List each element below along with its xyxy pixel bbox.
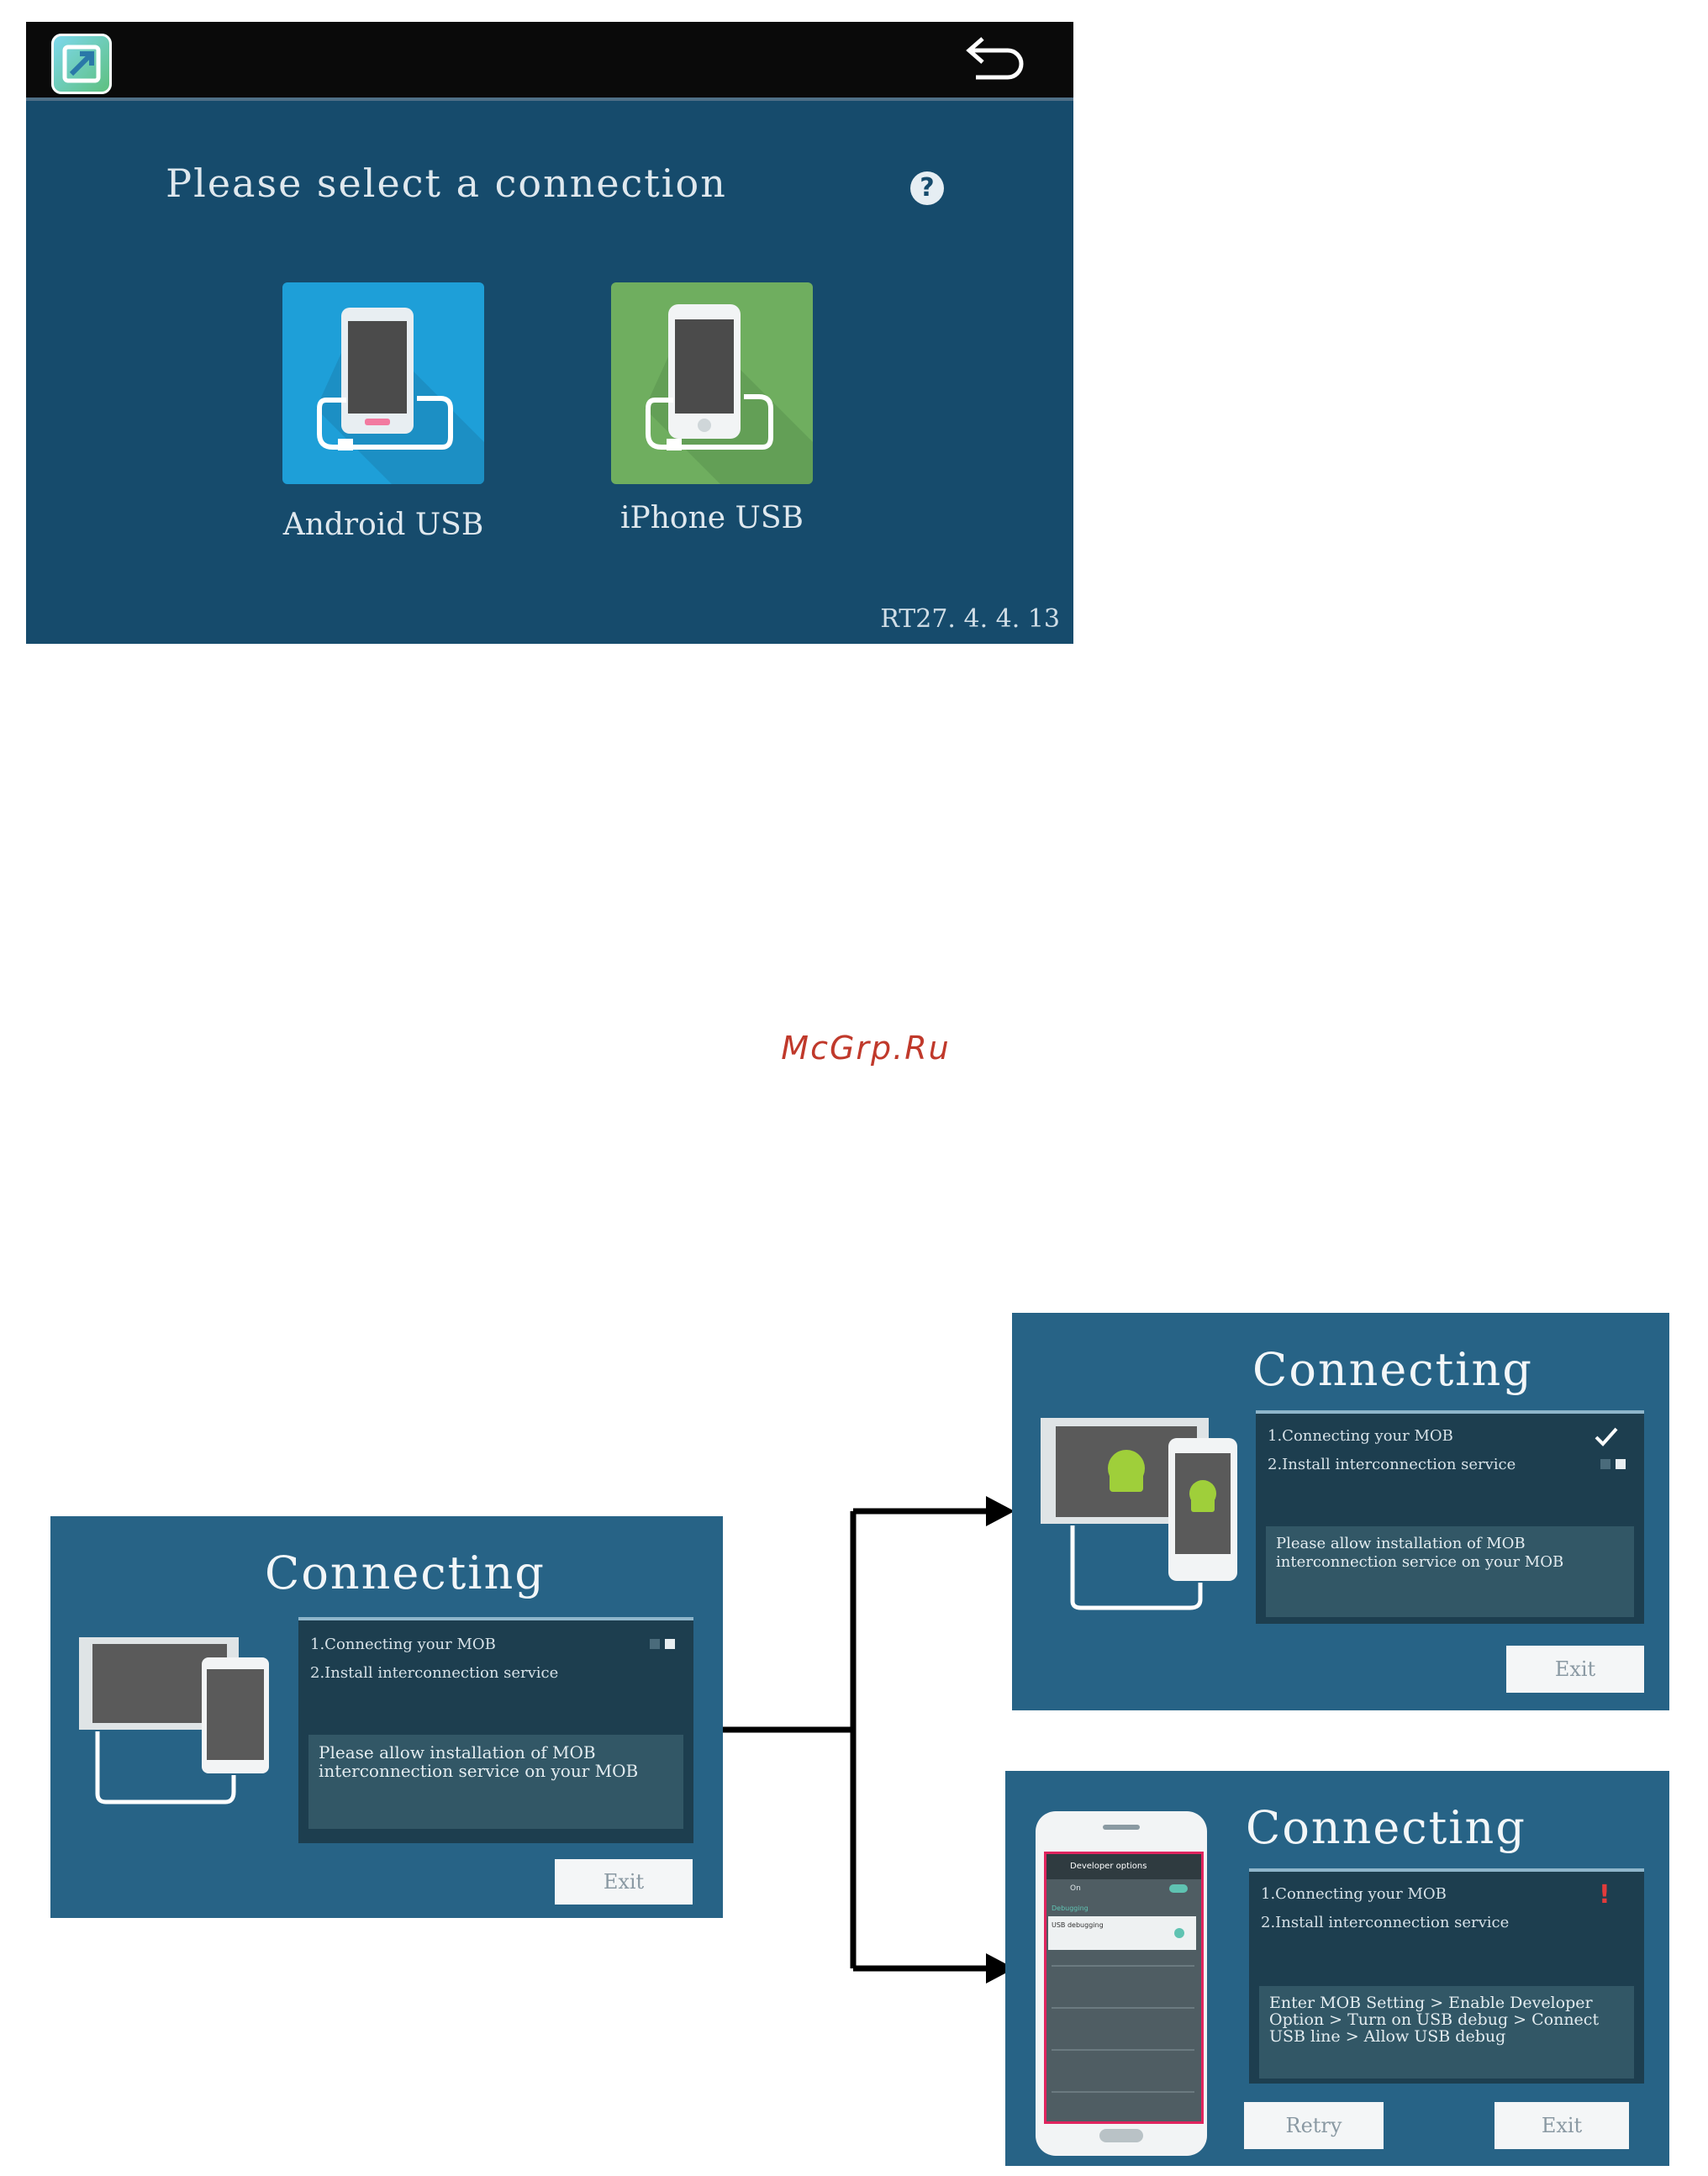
phone-speaker — [1103, 1825, 1140, 1830]
exit-button[interactable]: Exit — [1494, 2102, 1629, 2149]
retry-button[interactable]: Retry — [1244, 2102, 1384, 2149]
connecting-panel-success: Connecting 1.Connecting your MOB 2.Insta… — [1012, 1313, 1669, 1710]
message-box: Enter MOB Setting > Enable Developer Opt… — [1259, 1986, 1634, 2079]
android-usb-label: Android USB — [282, 508, 484, 542]
android-devices-illustration — [1041, 1418, 1237, 1610]
connecting-panel-start: Connecting 1.Connecting your MOB 2.Insta… — [50, 1516, 723, 1918]
back-icon[interactable] — [961, 34, 1028, 87]
exit-button[interactable]: Exit — [555, 1859, 693, 1905]
version-label: RT27. 4. 4. 13 — [880, 604, 1060, 634]
iphone-usb-button[interactable] — [611, 282, 813, 484]
iphone-usb-icon — [645, 304, 813, 484]
page-title: Please select a connection — [166, 161, 727, 206]
phone-divider — [1052, 2049, 1194, 2051]
steps-box: 1.Connecting your MOB 2.Install intercon… — [1249, 1868, 1644, 2084]
steps-box: 1.Connecting your MOB 2.Install intercon… — [298, 1617, 693, 1843]
steps-box: 1.Connecting your MOB 2.Install intercon… — [1256, 1410, 1644, 1624]
step-1: 1.Connecting your MOB — [1261, 1885, 1447, 1903]
phone-divider — [1052, 1965, 1194, 1967]
message-box: Please allow installation of MOB interco… — [1266, 1526, 1634, 1617]
phone-usb-debug-label: USB debugging — [1052, 1921, 1104, 1929]
exit-button[interactable]: Exit — [1506, 1646, 1644, 1693]
android-usb-button[interactable] — [282, 282, 484, 484]
phone-section-label: Debugging — [1052, 1905, 1089, 1912]
progress-dot — [1600, 1459, 1610, 1469]
tablet-phone-illustration — [79, 1637, 269, 1805]
phone-toggle-label: On — [1070, 1884, 1081, 1893]
panel-title: Connecting — [1252, 1343, 1533, 1396]
phone-usb-debug-row: USB debugging — [1048, 1916, 1196, 1950]
phone-screen-title: Developer options — [1046, 1854, 1201, 1879]
app-icon[interactable] — [51, 34, 112, 94]
panel-title: Connecting — [1246, 1801, 1526, 1854]
phone-usb-debug-toggle — [1174, 1928, 1184, 1938]
help-icon[interactable]: ? — [910, 171, 944, 205]
android-phone-usb-icon — [316, 308, 484, 484]
phone-home-button — [1099, 2129, 1143, 2142]
step-1: 1.Connecting your MOB — [1268, 1427, 1453, 1445]
panel-title: Connecting — [265, 1546, 546, 1599]
phone-divider — [1052, 2007, 1194, 2009]
step-1: 1.Connecting your MOB — [310, 1636, 496, 1653]
exclamation-icon: ! — [1599, 1880, 1610, 1910]
phone-toggle — [1169, 1884, 1188, 1893]
message-box: Please allow installation of MOB interco… — [308, 1735, 683, 1829]
progress-dot — [665, 1639, 675, 1649]
step-2: 2.Install interconnection service — [1261, 1914, 1510, 1931]
iphone-usb-label: iPhone USB — [620, 501, 804, 535]
phone-illustration: Developer options On Debugging USB debug… — [1036, 1811, 1207, 2156]
progress-dot — [650, 1639, 660, 1649]
connecting-panel-error: Connecting Developer options On Debuggin… — [1005, 1771, 1669, 2166]
connection-select-screen: Please select a connection ? Android USB… — [26, 22, 1073, 644]
step-2: 2.Install interconnection service — [310, 1664, 559, 1682]
check-icon — [1595, 1427, 1618, 1446]
top-bar — [26, 22, 1073, 101]
watermark: McGrp.Ru — [781, 1030, 951, 1067]
progress-dot — [1616, 1459, 1626, 1469]
flow-arrows — [723, 1496, 1015, 1984]
step-2: 2.Install interconnection service — [1268, 1456, 1516, 1473]
phone-divider — [1052, 2091, 1194, 2093]
phone-screen: Developer options On Debugging USB debug… — [1044, 1852, 1204, 2124]
